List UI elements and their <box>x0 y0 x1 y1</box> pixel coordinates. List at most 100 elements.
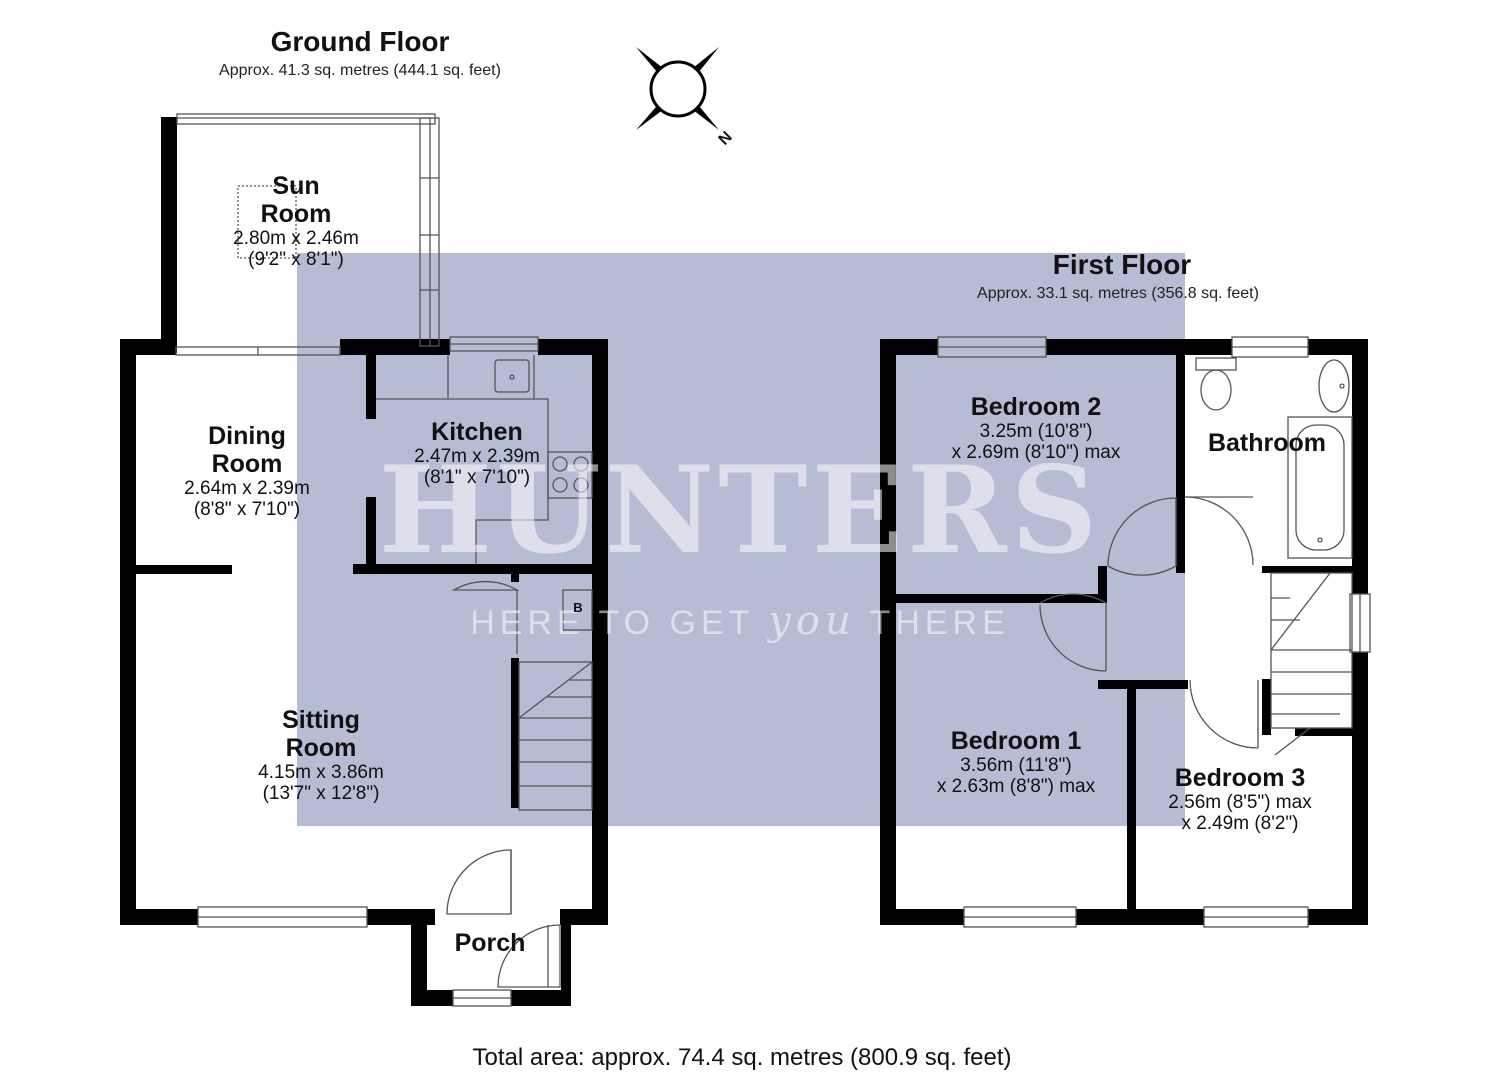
room-name: Bedroom 3 <box>1174 764 1306 792</box>
hob <box>573 477 589 493</box>
fixture <box>237 185 297 259</box>
wall <box>592 339 608 925</box>
wall <box>1076 909 1204 925</box>
wall <box>1308 909 1368 925</box>
hob <box>573 456 589 472</box>
window <box>419 117 440 347</box>
wall <box>340 339 450 355</box>
room-dimensions-imperial: (13'7" x 12'8") <box>262 783 380 804</box>
room-dimensions: 3.25m (10'8") <box>979 421 1093 442</box>
room-dimensions: 2.80m x 2.46m <box>233 228 359 249</box>
room-dimensions: 2.56m (8'5") max <box>1168 792 1312 813</box>
door-swing <box>1107 565 1177 576</box>
boiler <box>562 589 593 631</box>
wall <box>511 574 519 582</box>
door-swing <box>446 849 512 915</box>
stairs <box>518 661 593 719</box>
bath <box>1295 424 1345 551</box>
wall <box>560 909 608 925</box>
room-name: Room <box>285 734 357 762</box>
door-swing <box>1189 679 1259 749</box>
boiler-label: B <box>573 600 583 615</box>
wall <box>880 909 964 925</box>
room-dimensions: 2.47m x 2.39m <box>414 446 540 467</box>
wall <box>888 594 1106 603</box>
watermark-tagline: HERE TO GET you THERE <box>470 598 1010 644</box>
ground-floor-title: Ground Floor <box>270 26 450 57</box>
first-floor-title: First Floor <box>1052 249 1192 280</box>
room-label-sun-room: Sun Room 2.80m x 2.46m (9'2" x 8'1") <box>196 172 396 270</box>
toilet <box>1195 357 1237 371</box>
room-label-bedroom-3: Bedroom 3 2.56m (8'5") max x 2.49m (8'2"… <box>1140 764 1340 834</box>
wall <box>366 347 376 419</box>
room-label-kitchen: Kitchen 2.47m x 2.39m (8'1" x 7'10") <box>377 418 577 488</box>
room-name: Bedroom 1 <box>950 727 1082 755</box>
door-swing <box>497 924 561 988</box>
door-swing <box>1184 496 1254 566</box>
room-dimensions: 4.15m x 3.86m <box>258 762 384 783</box>
room-dimensions-imperial: (9'2" x 8'1") <box>248 249 344 270</box>
stairs <box>1270 572 1331 651</box>
wall <box>1352 652 1368 925</box>
door-swing <box>1039 604 1107 672</box>
sink <box>494 359 530 393</box>
sink <box>509 374 515 380</box>
wall <box>538 339 608 355</box>
room-label-bedroom-2: Bedroom 2 3.25m (10'8") x 2.69m (8'10") … <box>906 393 1166 463</box>
wall <box>1098 680 1188 689</box>
watermark-brand: HUNTERS <box>378 440 1102 581</box>
room-dimensions-2: x 2.69m (8'10") max <box>951 442 1121 463</box>
room-name: Sun <box>272 172 320 200</box>
room-dimensions: 3.56m (11'8") <box>960 755 1072 776</box>
bath <box>1317 537 1323 543</box>
stairs <box>518 661 593 811</box>
door-swing <box>1039 593 1107 604</box>
first-floor-area: Approx. 33.1 sq. metres (356.8 sq. feet) <box>977 285 1259 302</box>
room-label-porch: Porch <box>454 929 526 957</box>
wall <box>411 990 453 1006</box>
wall <box>1098 566 1107 603</box>
window <box>176 113 436 125</box>
bath <box>1287 416 1353 559</box>
room-name: Kitchen <box>431 418 523 446</box>
wall <box>366 497 376 572</box>
room-dimensions: 2.64m x 2.39m <box>184 478 310 499</box>
room-label-bathroom: Bathroom <box>1207 429 1327 457</box>
hob <box>552 456 568 472</box>
wall <box>120 339 136 925</box>
wall <box>1352 339 1368 594</box>
wall <box>1295 728 1360 736</box>
wall <box>128 565 232 574</box>
door-swing <box>451 580 520 591</box>
room-name: Sitting <box>282 706 360 734</box>
ground-floor-area: Approx. 41.3 sq. metres (444.1 sq. feet) <box>219 62 501 79</box>
room-label-dining-room: Dining Room 2.64m x 2.39m (8'8" x 7'10") <box>147 422 347 520</box>
hob <box>547 451 593 499</box>
wall <box>880 339 938 355</box>
wall <box>1176 347 1185 573</box>
room-label-bedroom-1: Bedroom 1 3.56m (11'8") x 2.63m (8'8") m… <box>886 727 1146 797</box>
compass-icon <box>636 47 719 130</box>
room-name: Dining <box>208 422 286 450</box>
wall <box>511 658 519 808</box>
room-dimensions-2: x 2.63m (8'8") max <box>936 776 1096 797</box>
toilet <box>1200 369 1232 411</box>
wall <box>1262 566 1360 573</box>
room-dimensions-2: x 2.49m (8'2") <box>1181 813 1299 834</box>
stairs <box>1274 727 1311 756</box>
wall <box>353 564 600 574</box>
wall <box>880 339 896 925</box>
door-swing <box>1107 497 1177 567</box>
room-name: Room <box>211 450 283 478</box>
room-dimensions-imperial: (8'8" x 7'10") <box>193 499 301 520</box>
room-label-sitting-room: Sitting Room 4.15m x 3.86m (13'7" x 12'8… <box>221 706 421 804</box>
room-name: Bedroom 2 <box>970 393 1102 421</box>
basin <box>1339 383 1345 389</box>
room-dimensions-imperial: (8'1" x 7'10") <box>423 467 531 488</box>
wall <box>1046 339 1232 355</box>
room-name: Room <box>260 200 332 228</box>
basin <box>1318 359 1350 413</box>
wall <box>161 117 177 353</box>
hob <box>552 477 568 493</box>
